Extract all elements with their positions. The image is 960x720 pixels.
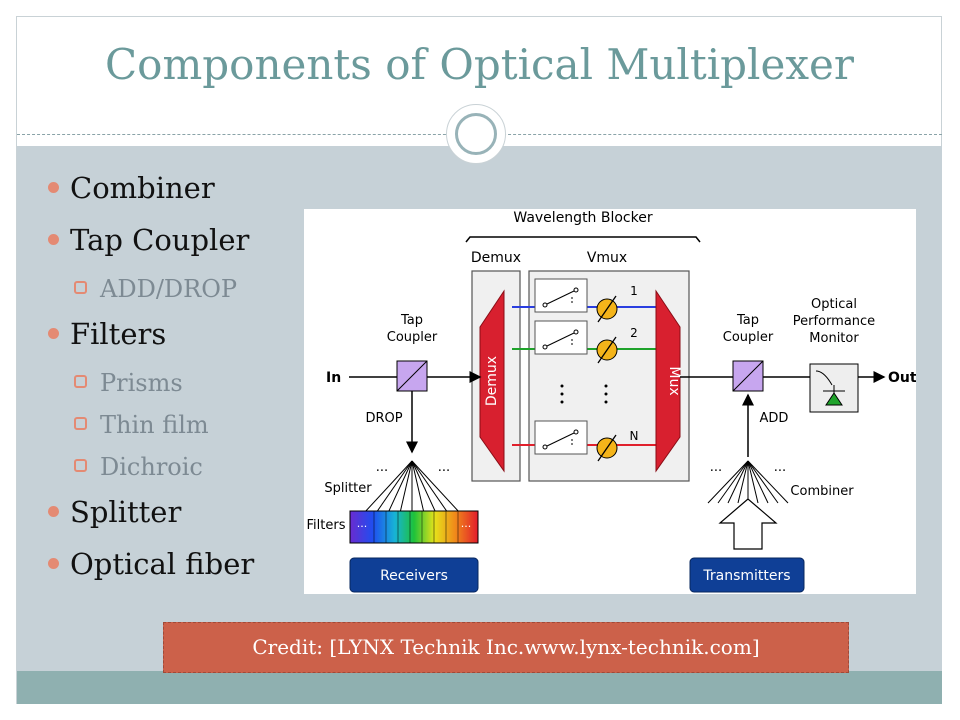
bullet-splitter: Splitter xyxy=(48,492,298,544)
splitter-dots-right: ... xyxy=(438,460,450,475)
filters-dividers xyxy=(373,511,459,543)
up-arrow-icon xyxy=(718,498,778,550)
sub-bullet-prisms-label: Prisms xyxy=(100,369,183,397)
switch-channel-n xyxy=(534,420,588,455)
attenuator-channel-2-icon xyxy=(596,336,618,364)
transmitters-label: Transmitters xyxy=(702,568,790,584)
bullet-combiner-label: Combiner xyxy=(70,171,215,205)
bullet-tap-coupler: Tap Coupler xyxy=(48,220,298,272)
tap-coupler-left xyxy=(396,360,428,392)
sub-bullet-prisms: Prisms xyxy=(48,366,298,408)
bullet-tap-coupler-label: Tap Coupler xyxy=(70,223,250,257)
sub-bullet-add-drop: ADD/DROP xyxy=(48,272,298,314)
out-label: Out xyxy=(888,370,916,386)
bullet-dot xyxy=(48,182,59,193)
demux-header-label: Demux xyxy=(471,250,521,266)
bullet-filters: Filters xyxy=(48,314,298,366)
slide-title: Components of Optical Multiplexer xyxy=(105,40,854,89)
tap-coupler-right-label-1: Tap xyxy=(736,313,759,328)
filters-spectrum xyxy=(349,510,479,544)
optical-performance-monitor xyxy=(809,363,859,413)
bullet-list: Combiner Tap Coupler ADD/DROP Filters Pr… xyxy=(48,168,298,596)
sub-bullet-add-drop-label: ADD/DROP xyxy=(100,275,238,303)
diagram-svg: Wavelength Blocker Demux Vmux Demux Mux xyxy=(307,210,917,593)
drop-label: DROP xyxy=(365,411,402,426)
opm-label-2: Performance xyxy=(793,314,875,329)
add-label: ADD xyxy=(760,411,789,426)
combiner-dots-left: ... xyxy=(710,460,722,475)
wavelength-blocker-bracket xyxy=(465,236,701,243)
mux-block xyxy=(655,289,681,473)
tap-coupler-right xyxy=(732,360,764,392)
filters-dots-left: ... xyxy=(357,517,368,530)
vmux-header-label: Vmux xyxy=(587,250,627,266)
bullet-dot xyxy=(48,328,59,339)
mux-block-label: Mux xyxy=(666,366,682,395)
sub-bullet-dichroic-label: Dichroic xyxy=(100,453,203,481)
optical-multiplexer-diagram: Wavelength Blocker Demux Vmux Demux Mux xyxy=(304,209,917,594)
in-label: In xyxy=(326,370,341,386)
receivers-box xyxy=(349,557,479,593)
demux-block-label: Demux xyxy=(484,356,500,406)
switch-channel-2 xyxy=(534,320,588,355)
attenuator-channel-n-icon xyxy=(596,434,618,462)
tap-coupler-left-label-1: Tap xyxy=(400,313,423,328)
splitter-dots-left: ... xyxy=(376,460,388,475)
wavelength-blocker-label: Wavelength Blocker xyxy=(513,210,652,226)
sub-bullet-marker xyxy=(74,417,87,430)
opm-label-3: Monitor xyxy=(809,331,859,346)
transmitters-box xyxy=(689,557,805,593)
combiner-dots-right: ... xyxy=(774,460,786,475)
bullet-dot xyxy=(48,234,59,245)
receivers-label: Receivers xyxy=(380,568,448,584)
filters-dots-right: ... xyxy=(461,517,472,530)
bullet-splitter-label: Splitter xyxy=(70,495,182,529)
combiner-label: Combiner xyxy=(790,484,854,499)
bullet-optical-fiber: Optical fiber xyxy=(48,544,298,596)
tap-coupler-right-label-2: Coupler xyxy=(723,330,774,345)
channel-n-label: N xyxy=(630,429,639,443)
bullet-filters-label: Filters xyxy=(70,317,167,351)
channel-ellipsis xyxy=(560,384,608,404)
sub-bullet-marker xyxy=(74,459,87,472)
divider-circle-ornament xyxy=(446,104,506,164)
bullet-dot xyxy=(48,558,59,569)
splitter-label: Splitter xyxy=(324,481,372,496)
switch-channel-1 xyxy=(534,278,588,313)
sub-bullet-marker xyxy=(74,375,87,388)
demux-block xyxy=(479,289,505,473)
bullet-optical-fiber-label: Optical fiber xyxy=(70,547,255,581)
sub-bullet-marker xyxy=(74,281,87,294)
bottom-band xyxy=(17,671,942,704)
filters-label: Filters xyxy=(307,518,346,533)
opm-label-1: Optical xyxy=(811,297,857,312)
bullet-combiner: Combiner xyxy=(48,168,298,220)
divider-circle-ring xyxy=(455,113,497,155)
splitter-fan xyxy=(363,460,461,514)
tap-coupler-left-label-2: Coupler xyxy=(387,330,438,345)
credit-banner: Credit: [LYNX Technik Inc.www.lynx-techn… xyxy=(163,622,849,673)
sub-bullet-dichroic: Dichroic xyxy=(48,450,298,492)
bullet-dot xyxy=(48,506,59,517)
sub-bullet-thin-film-label: Thin film xyxy=(100,411,209,439)
sub-bullet-thin-film: Thin film xyxy=(48,408,298,450)
combiner-fan xyxy=(707,460,789,504)
channel-1-label: 1 xyxy=(630,284,638,298)
channel-2-label: 2 xyxy=(630,326,638,340)
attenuator-channel-1-icon xyxy=(596,295,618,323)
